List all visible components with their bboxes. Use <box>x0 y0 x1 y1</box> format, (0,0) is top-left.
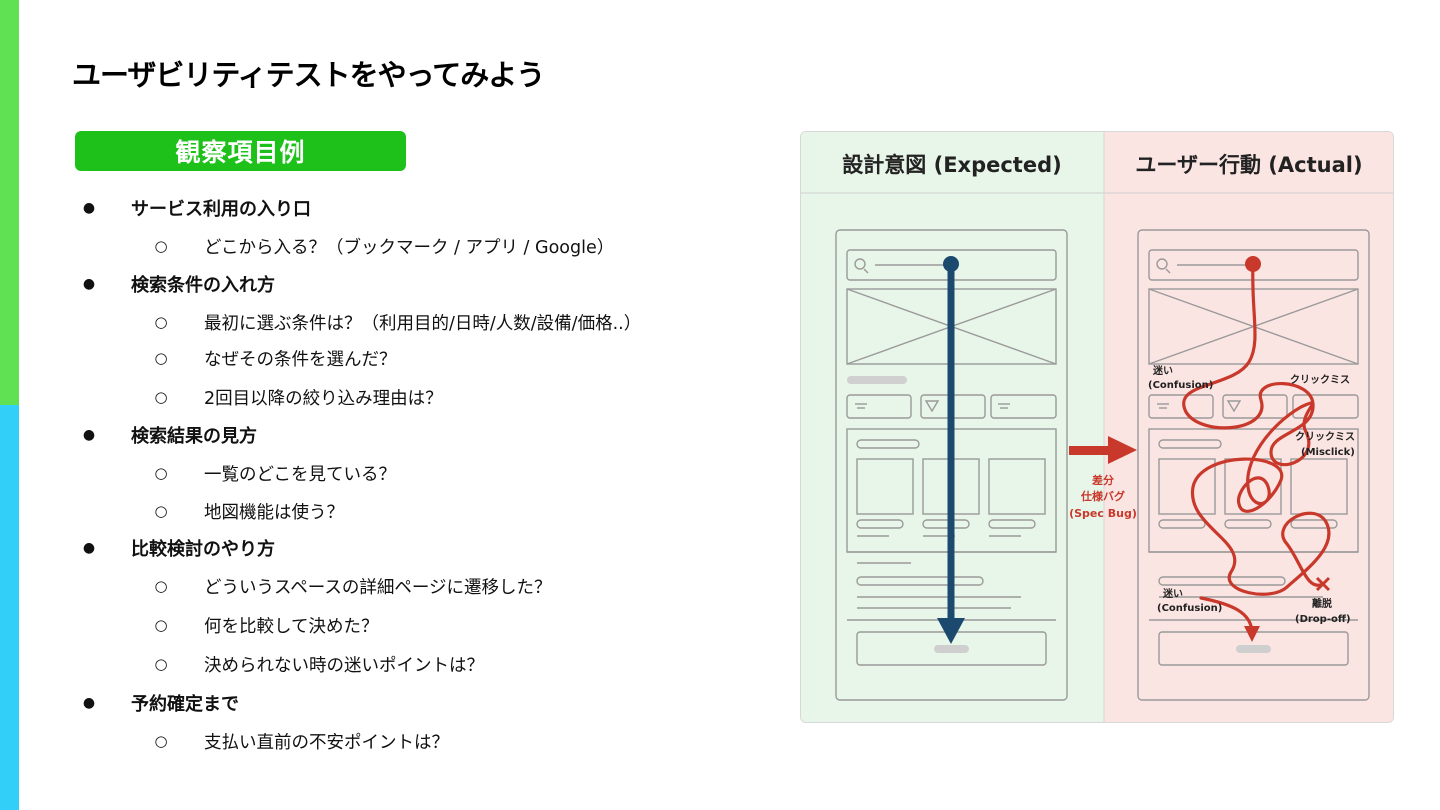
bullet-icon: ● <box>82 200 96 216</box>
outline-subitem: ○ 一覧のどこを見ている？ <box>146 460 396 486</box>
outline-subitem-text: 何を比較して決めた？ <box>204 616 379 637</box>
annotation-text: 離脱 <box>1312 597 1332 610</box>
outline-subitem: ○ 何を比較して決めた？ <box>146 612 378 638</box>
outline-item-text: 検索結果の見方 <box>131 426 257 447</box>
outline-item-text: 予約確定まで <box>131 694 239 715</box>
hollow-bullet-icon: ○ <box>154 313 168 331</box>
outline-subitem: ○ 最初に選ぶ条件は？（利用目的/日時/人数/設備/価格..） <box>146 309 641 335</box>
annotation-text: (Confusion) <box>1148 380 1213 391</box>
outline-subitem-text: 2回目以降の絞り込み理由は？ <box>204 388 443 409</box>
hollow-bullet-icon: ○ <box>154 237 168 255</box>
annotation-text: (Confusion) <box>1157 603 1222 614</box>
actual-header: ユーザー行動 (Actual) <box>1135 153 1362 177</box>
diff-arrow-icon <box>1069 436 1137 464</box>
actual-flow-path <box>1182 256 1331 642</box>
slide-title: ユーザビリティテストをやってみよう <box>72 58 545 92</box>
hollow-bullet-icon: ○ <box>154 616 168 634</box>
spec-bug-label: 仕様バグ <box>1080 489 1125 503</box>
outline-item: ● 予約確定まで <box>74 690 239 716</box>
misclick-annotation-top: クリックミス <box>1290 374 1350 386</box>
bullet-icon: ● <box>82 540 96 556</box>
section-label: 観察項目例 <box>75 131 406 171</box>
confusion-annotation-bottom: 迷い (Confusion) <box>1157 587 1222 614</box>
outline-item-text: サービス利用の入り口 <box>131 199 311 220</box>
annotation-text: (Misclick) <box>1301 447 1355 458</box>
outline-subitem-text: 地図機能は使う？ <box>204 502 344 523</box>
hollow-bullet-icon: ○ <box>154 732 168 750</box>
accent-bar-bottom <box>0 405 19 810</box>
outline-subitem: ○ どこから入る？（ブックマーク / アプリ / Google） <box>146 233 614 259</box>
annotation-text: (Drop-off) <box>1295 614 1351 625</box>
accent-bar-top <box>0 0 19 405</box>
outline-item: ● サービス利用の入り口 <box>74 195 311 221</box>
outline-item: ● 検索結果の見方 <box>74 422 257 448</box>
annotation-text: 迷い <box>1162 587 1183 600</box>
hollow-bullet-icon: ○ <box>154 655 168 673</box>
expected-wireframe <box>835 229 1068 701</box>
outline-subitem-text: なぜその条件を選んだ？ <box>204 349 397 370</box>
outline-item-text: 比較検討のやり方 <box>131 539 275 560</box>
annotation-text: クリックミス <box>1295 431 1355 443</box>
expected-header: 設計意図 (Expected) <box>842 153 1061 177</box>
misclick-annotation-mid: クリックミス (Misclick) <box>1295 431 1355 458</box>
outline-item-text: 検索条件の入れ方 <box>131 275 275 296</box>
outline-subitem: ○ 支払い直前の不安ポイントは？ <box>146 728 449 754</box>
hollow-bullet-icon: ○ <box>154 577 168 595</box>
outline-subitem-text: どこから入る？（ブックマーク / アプリ / Google） <box>204 237 615 258</box>
expected-vs-actual-illustration: 設計意図 (Expected) ユーザー行動 (Actual) <box>800 131 1394 723</box>
outline-subitem: ○ 地図機能は使う？ <box>146 498 344 524</box>
annotation-text: 迷い <box>1152 364 1173 377</box>
hollow-bullet-icon: ○ <box>154 502 168 520</box>
confusion-annotation-top: 迷い (Confusion) <box>1148 364 1213 391</box>
bullet-icon: ● <box>82 276 96 292</box>
expected-flow-arrow <box>937 256 965 644</box>
spec-bug-label-en: (Spec Bug) <box>1069 507 1137 520</box>
outline-subitem: ○ なぜその条件を選んだ？ <box>146 345 397 371</box>
outline-subitem-text: 支払い直前の不安ポイントは？ <box>204 732 449 753</box>
bullet-icon: ● <box>82 695 96 711</box>
hollow-bullet-icon: ○ <box>154 464 168 482</box>
dropoff-annotation: 離脱 (Drop-off) <box>1295 597 1351 625</box>
hollow-bullet-icon: ○ <box>154 388 168 406</box>
outline-subitem-text: 一覧のどこを見ている？ <box>204 464 396 485</box>
hollow-bullet-icon: ○ <box>154 349 168 367</box>
diff-label: 差分 <box>1092 473 1114 487</box>
outline-subitem: ○ 2回目以降の絞り込み理由は？ <box>146 384 443 410</box>
outline-subitem-text: どういうスペースの詳細ページに遷移した？ <box>204 577 552 598</box>
outline-item: ● 比較検討のやり方 <box>74 535 275 561</box>
section-label-text: 観察項目例 <box>175 138 306 167</box>
outline-subitem: ○ 決められない時の迷いポイントは？ <box>146 651 484 677</box>
outline-item: ● 検索条件の入れ方 <box>74 271 275 297</box>
outline-subitem-text: 最初に選ぶ条件は？（利用目的/日時/人数/設備/価格..） <box>204 313 642 334</box>
bullet-icon: ● <box>82 427 96 443</box>
outline-subitem: ○ どういうスペースの詳細ページに遷移した？ <box>146 573 552 599</box>
outline-subitem-text: 決められない時の迷いポイントは？ <box>204 655 484 676</box>
